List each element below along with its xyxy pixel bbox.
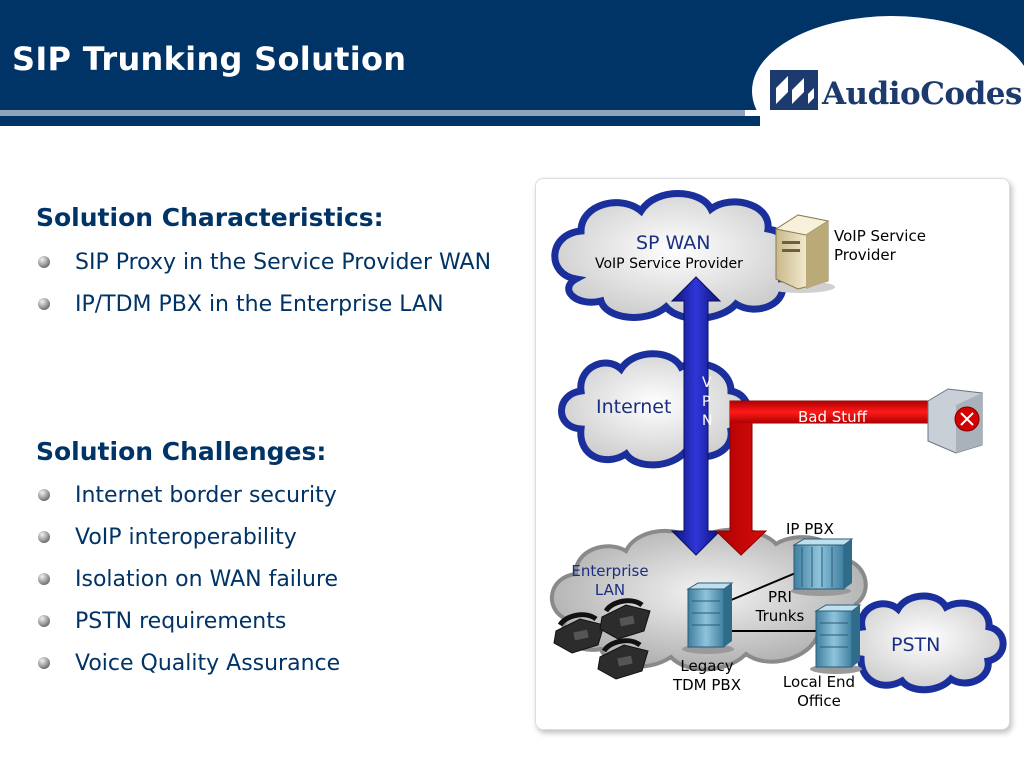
legacy-pbx-server-icon: [682, 582, 734, 654]
desk-phone-icon: [553, 612, 605, 654]
bullet-text: PSTN requirements: [75, 609, 287, 634]
bullet-text: Voice Quality Assurance: [75, 651, 341, 676]
desk-phone-icon: [597, 638, 649, 680]
bullet-text: IP/TDM PBX in the Enterprise LAN: [75, 292, 444, 317]
pri-trunk-lines: [723, 571, 826, 632]
audiocodes-logo-icon: [770, 70, 818, 110]
voip-provider-server-icon: [767, 214, 835, 293]
bullet-text: Isolation on WAN failure: [75, 567, 339, 592]
pri-trunks-label: PRI Trunks: [755, 588, 805, 625]
list-item: Internet border security: [36, 480, 516, 511]
bullet-icon: [38, 256, 50, 268]
challenges-heading: Solution Challenges:: [36, 437, 327, 466]
vpn-letter-n: N: [702, 413, 713, 429]
bullet-icon: [38, 615, 50, 627]
local-end-office-server-icon: [810, 604, 862, 674]
logo-text: AudioCodes: [822, 76, 1022, 112]
bullet-text: VoIP interoperability: [75, 525, 297, 550]
bad-stuff-label: Bad Stuff: [798, 408, 868, 426]
attacker-server-icon: [927, 388, 983, 454]
characteristics-list: SIP Proxy in the Service Provider WAN IP…: [36, 247, 516, 331]
pstn-label: PSTN: [891, 634, 941, 656]
header-stripe-dark: [0, 116, 760, 126]
header-stripe: [0, 110, 745, 116]
bullet-icon: [38, 489, 50, 501]
voip-provider-label: VoIP Service Provider: [834, 227, 926, 264]
diagram-canvas: [549, 190, 1007, 694]
characteristics-heading: Solution Characteristics:: [36, 203, 384, 232]
ip-pbx-label: IP PBX: [786, 520, 834, 538]
list-item: IP/TDM PBX in the Enterprise LAN: [36, 289, 516, 320]
internet-label: Internet: [596, 396, 672, 418]
desk-phone-icon: [599, 598, 651, 640]
pstn-cloud: [842, 592, 1007, 694]
enterprise-lan-label: Enterprise LAN: [571, 562, 649, 599]
challenges-list: Internet border security VoIP interopera…: [36, 480, 516, 690]
ip-pbx-server-icon: [791, 538, 854, 596]
list-item: Isolation on WAN failure: [36, 564, 516, 595]
local-end-office-label: Local End Office: [782, 673, 856, 710]
list-item: SIP Proxy in the Service Provider WAN: [36, 247, 516, 278]
network-diagram: SP WAN VoIP Service Provider VoIP Servic…: [535, 178, 1010, 730]
vpn-arrow: [670, 276, 722, 556]
bullet-text: Internet border security: [75, 483, 337, 508]
page-title: SIP Trunking Solution: [12, 40, 407, 78]
list-item: Voice Quality Assurance: [36, 648, 516, 679]
bullet-text: SIP Proxy in the Service Provider WAN: [75, 250, 492, 275]
legacy-pbx-label: Legacy TDM PBX: [672, 657, 742, 694]
bullet-icon: [38, 298, 50, 310]
bullet-icon: [38, 657, 50, 669]
sp-wan-subtitle: VoIP Service Provider: [595, 256, 743, 272]
bad-stuff-arrow: [714, 400, 929, 556]
list-item: PSTN requirements: [36, 606, 516, 637]
list-item: VoIP interoperability: [36, 522, 516, 553]
sp-wan-title: SP WAN: [636, 232, 711, 254]
vpn-letter-v: V: [702, 375, 712, 391]
bullet-icon: [38, 531, 50, 543]
bullet-icon: [38, 573, 50, 585]
vpn-letter-p: P: [702, 394, 711, 410]
